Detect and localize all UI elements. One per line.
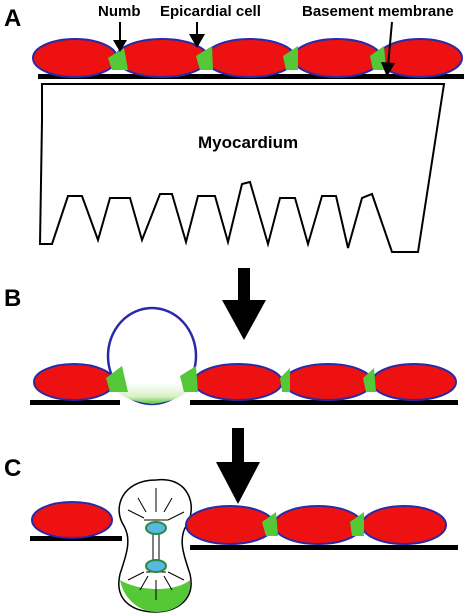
basement-membrane-line (190, 400, 458, 405)
epicardial-cell (273, 505, 363, 545)
basement-membrane-label: Basement membrane (302, 3, 454, 20)
epicardial-cell (283, 363, 373, 401)
numb-crescent (180, 366, 198, 392)
numb-crescent (363, 368, 376, 392)
epicardial-cell (33, 363, 115, 401)
epicardial-cell (361, 505, 447, 545)
epicardial-cell (115, 38, 209, 78)
numb-label: Numb (98, 3, 141, 20)
numb-crescent (280, 368, 290, 392)
spindle-pole-top (145, 521, 167, 535)
panel-a: A Numb Epicardial cell (4, 3, 464, 340)
epicardial-cell (292, 38, 382, 78)
myocardium-block (38, 83, 446, 253)
epicardial-cell (31, 501, 113, 539)
panel-c: C (4, 455, 458, 613)
transition-arrow-a-b (222, 268, 266, 340)
epicardial-cell-row-a (32, 38, 463, 78)
numb-crescent (108, 48, 128, 70)
epicardial-cell (204, 38, 296, 78)
myocardium-label: Myocardium (198, 133, 298, 152)
epicardial-cell (371, 363, 457, 401)
numb-crescent (106, 366, 128, 392)
panel-label-a: A (4, 5, 21, 32)
epicardial-cell (185, 505, 275, 545)
numb-crescent (283, 46, 298, 70)
numb-crescent (196, 46, 213, 70)
numb-crescents-b (106, 366, 376, 392)
annotation-arrows (113, 21, 395, 77)
transition-arrow-b-c (216, 428, 260, 504)
numb-crescent (350, 512, 364, 536)
epicardial-cell-row-b (33, 363, 457, 401)
epicardial-cell (32, 38, 118, 78)
epicardial-cell-row-c (31, 501, 447, 545)
epicardial-cell-label: Epicardial cell (160, 3, 261, 20)
spindle-pole-bottom (145, 559, 167, 573)
numb-basal-crescent (120, 580, 191, 612)
basement-membrane-line (190, 545, 458, 550)
numb-crescents-c (262, 512, 364, 536)
basement-membrane-line (30, 400, 120, 405)
panel-b: B (4, 285, 458, 504)
numb-gradient-basal (112, 383, 192, 404)
panel-label-b: B (4, 285, 21, 312)
numb-crescent (262, 512, 278, 536)
panel-label-c: C (4, 455, 21, 482)
epicardial-cell (193, 363, 283, 401)
